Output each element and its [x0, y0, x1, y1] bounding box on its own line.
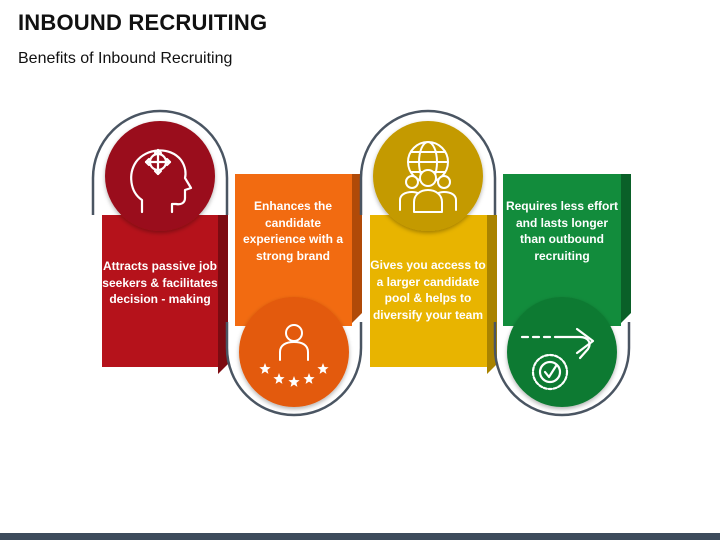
panel-shadow-1 — [218, 215, 228, 374]
benefit-card-1 — [91, 109, 229, 374]
star-4 — [303, 373, 315, 384]
clock-with-arrow-icon — [520, 327, 595, 391]
icon-circle-4 — [507, 297, 617, 407]
page-title: INBOUND RECRUITING — [18, 10, 268, 35]
benefit-text-1: Attracts passive job seekers & facilitat… — [102, 259, 218, 307]
benefit-card-4 — [493, 174, 631, 417]
star-3 — [288, 376, 300, 387]
head-with-arrows-icon — [130, 148, 193, 214]
benefit-text-4: Requires less effort and lasts longer th… — [505, 199, 619, 263]
star-2 — [273, 373, 285, 384]
person-with-five-stars-icon — [259, 324, 329, 387]
footer-bar — [0, 533, 720, 540]
page-subtitle: Benefits of Inbound Recruiting — [18, 50, 233, 67]
capsule-outline-4 — [493, 322, 631, 417]
icon-circle-2 — [239, 297, 349, 407]
star-1 — [259, 363, 271, 374]
benefit-text-2: Enhances the candidate experience with a… — [242, 199, 344, 263]
globe-with-people-icon — [399, 141, 457, 213]
capsule-outline-1 — [91, 109, 229, 215]
benefit-card-3 — [359, 109, 497, 374]
panel-shadow-2 — [352, 174, 362, 323]
panel-shadow-4 — [621, 174, 631, 323]
benefit-text-3: Gives you access to a larger candidate p… — [370, 258, 486, 322]
capsule-outline-2 — [225, 322, 363, 417]
star-5 — [317, 363, 329, 374]
panel-3 — [370, 215, 487, 367]
benefit-card-2 — [225, 174, 363, 417]
panel-1 — [102, 215, 218, 367]
icon-circle-1 — [105, 121, 215, 231]
capsule-outline-3 — [359, 109, 497, 215]
